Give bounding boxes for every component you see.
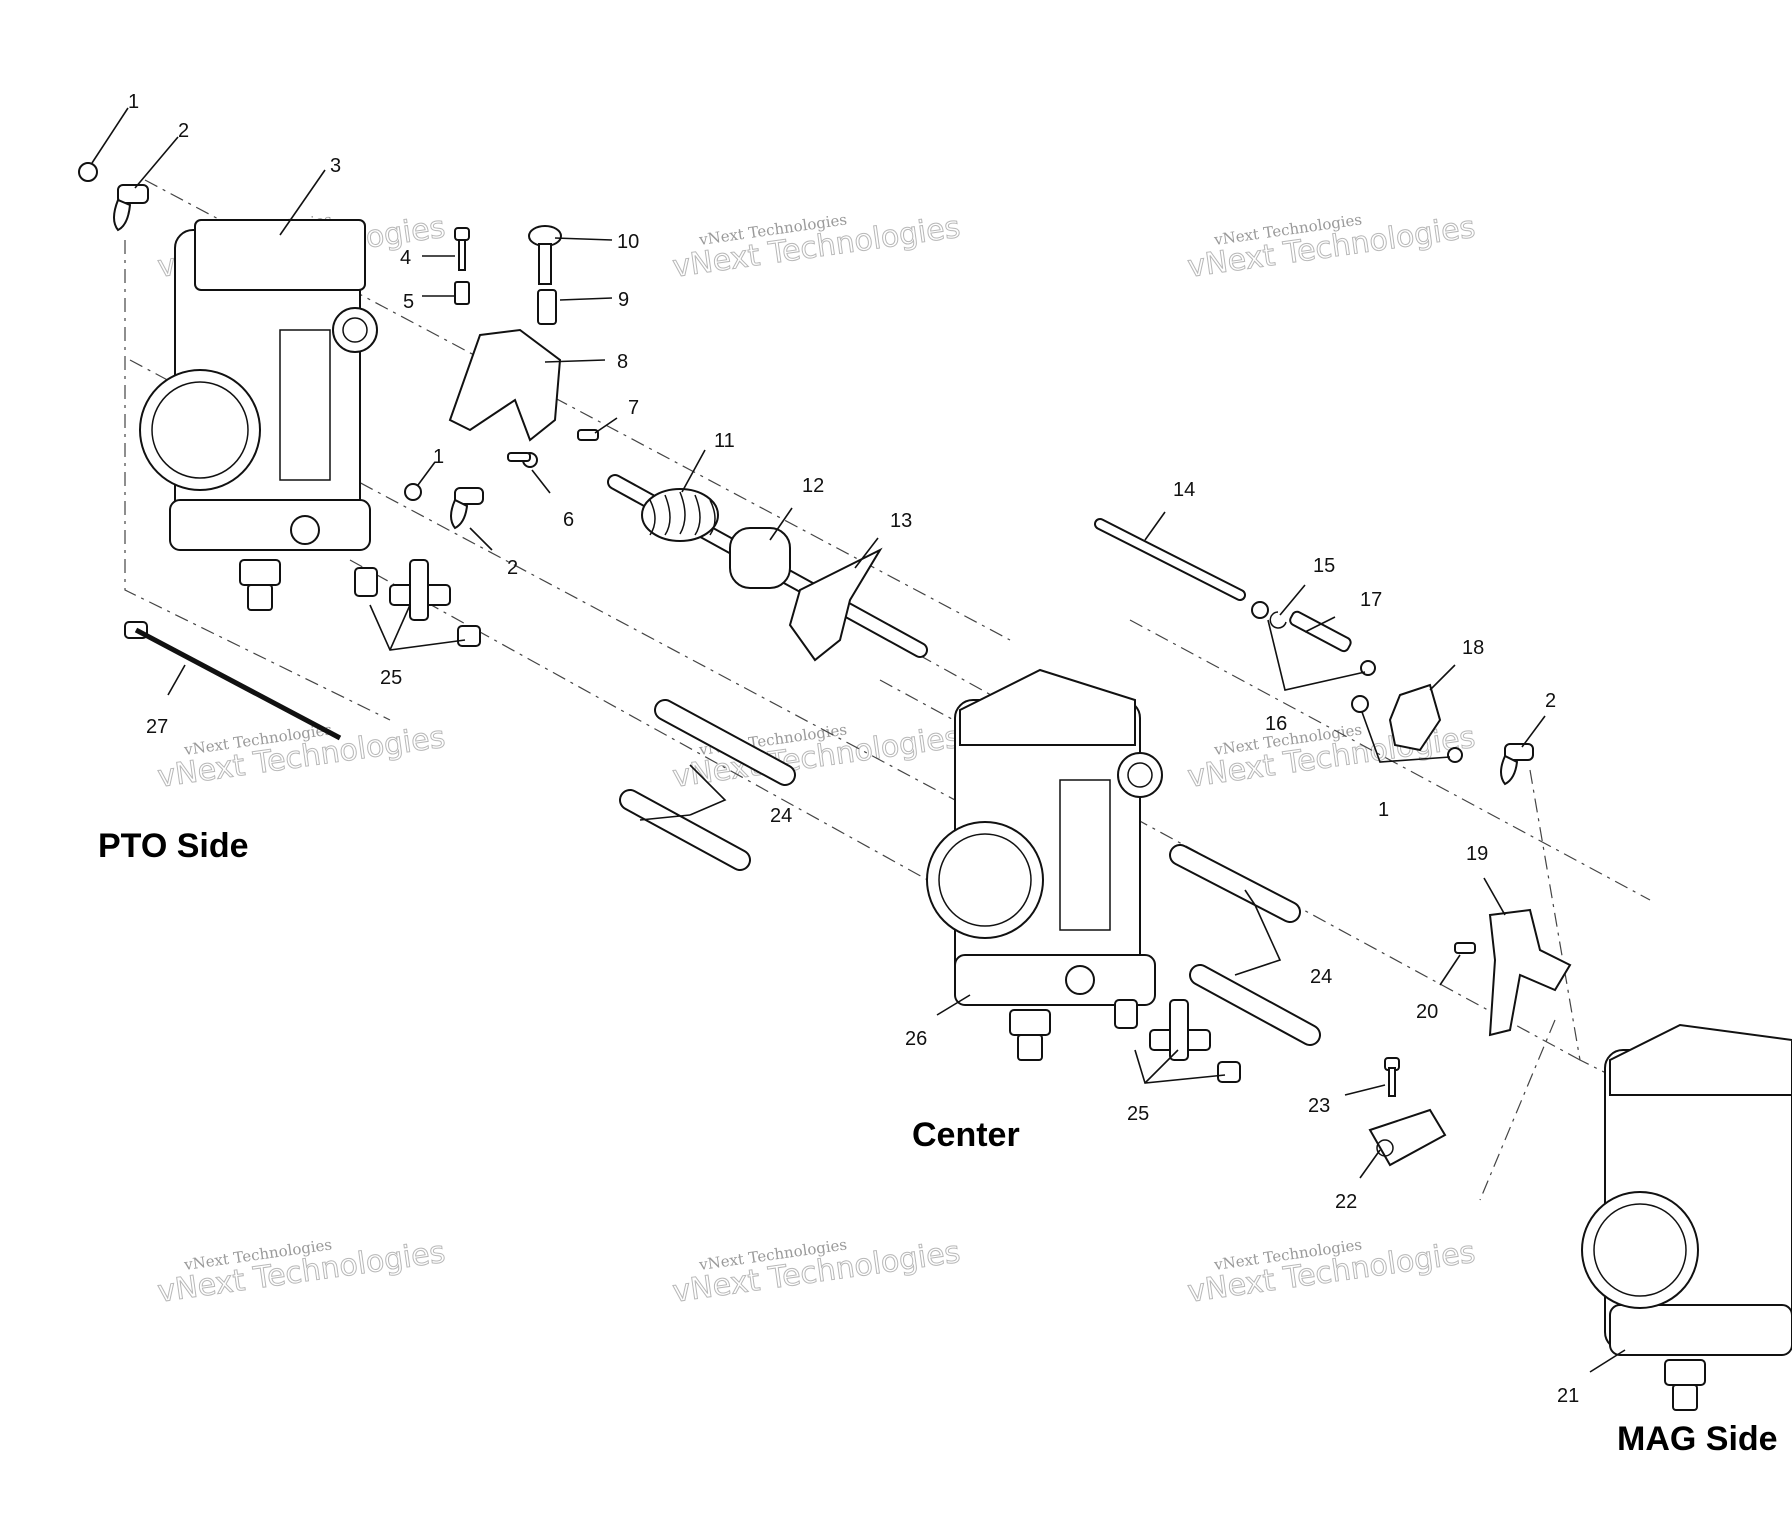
callout-3: 3 xyxy=(330,155,341,177)
watermark: vNext Technologies vNext Technologies xyxy=(1185,209,1478,285)
callout-19: 19 xyxy=(1466,843,1488,865)
watermark: vNext Technologies vNext Technologies xyxy=(670,1234,963,1310)
callout-14: 14 xyxy=(1173,479,1195,501)
watermark: vNext Technologies vNext Technologies xyxy=(1185,1234,1478,1310)
carburetor-center xyxy=(926,668,1163,1061)
callout-9: 9 xyxy=(618,289,629,311)
section-label-mag: MAG Side xyxy=(1617,1420,1778,1458)
callout-8: 8 xyxy=(617,351,628,373)
section-label-center: Center xyxy=(912,1116,1020,1154)
callouts: 1 2 3 4 5 10 9 8 7 1 6 2 25 27 11 12 13 … xyxy=(128,91,1579,1407)
callout-23: 23 xyxy=(1308,1095,1330,1117)
callout-5: 5 xyxy=(403,291,414,313)
callout-21: 21 xyxy=(1557,1385,1579,1407)
callout-4: 4 xyxy=(400,247,411,269)
callout-1: 1 xyxy=(1378,799,1389,821)
callout-1: 1 xyxy=(128,91,139,113)
callout-7: 7 xyxy=(628,397,639,419)
leader-lines xyxy=(91,107,1626,1373)
callout-2: 2 xyxy=(178,120,189,142)
watermark: vNext Technologies vNext Technologies xyxy=(670,209,963,285)
section-labels: PTO Side Center MAG Side xyxy=(98,827,1778,1458)
watermark: vNext Technologies vNext Technologies xyxy=(670,719,963,795)
hardware xyxy=(78,162,1572,1167)
callout-27: 27 xyxy=(146,716,168,738)
callout-24: 24 xyxy=(1310,966,1332,988)
section-label-pto: PTO Side xyxy=(98,827,249,865)
callout-25: 25 xyxy=(1127,1103,1149,1125)
callout-18: 18 xyxy=(1462,637,1484,659)
watermark: vNext Technologies vNext Technologies xyxy=(155,1234,448,1310)
callout-2: 2 xyxy=(1545,690,1556,712)
callout-26: 26 xyxy=(905,1028,927,1050)
callout-10: 10 xyxy=(617,231,639,253)
callout-2: 2 xyxy=(507,557,518,579)
carburetor-pto xyxy=(139,219,378,611)
callout-11: 11 xyxy=(714,430,735,452)
callout-1: 1 xyxy=(433,446,444,468)
callout-24: 24 xyxy=(770,805,792,827)
callout-22: 22 xyxy=(1335,1191,1357,1213)
callout-15: 15 xyxy=(1313,555,1335,577)
callout-20: 20 xyxy=(1416,1001,1438,1023)
carburetor-mag xyxy=(1581,1023,1792,1411)
callout-6: 6 xyxy=(563,509,574,531)
callout-12: 12 xyxy=(802,475,824,497)
callout-13: 13 xyxy=(890,510,912,532)
callout-25: 25 xyxy=(380,667,402,689)
callout-17: 17 xyxy=(1360,589,1382,611)
callout-16: 16 xyxy=(1265,713,1287,735)
